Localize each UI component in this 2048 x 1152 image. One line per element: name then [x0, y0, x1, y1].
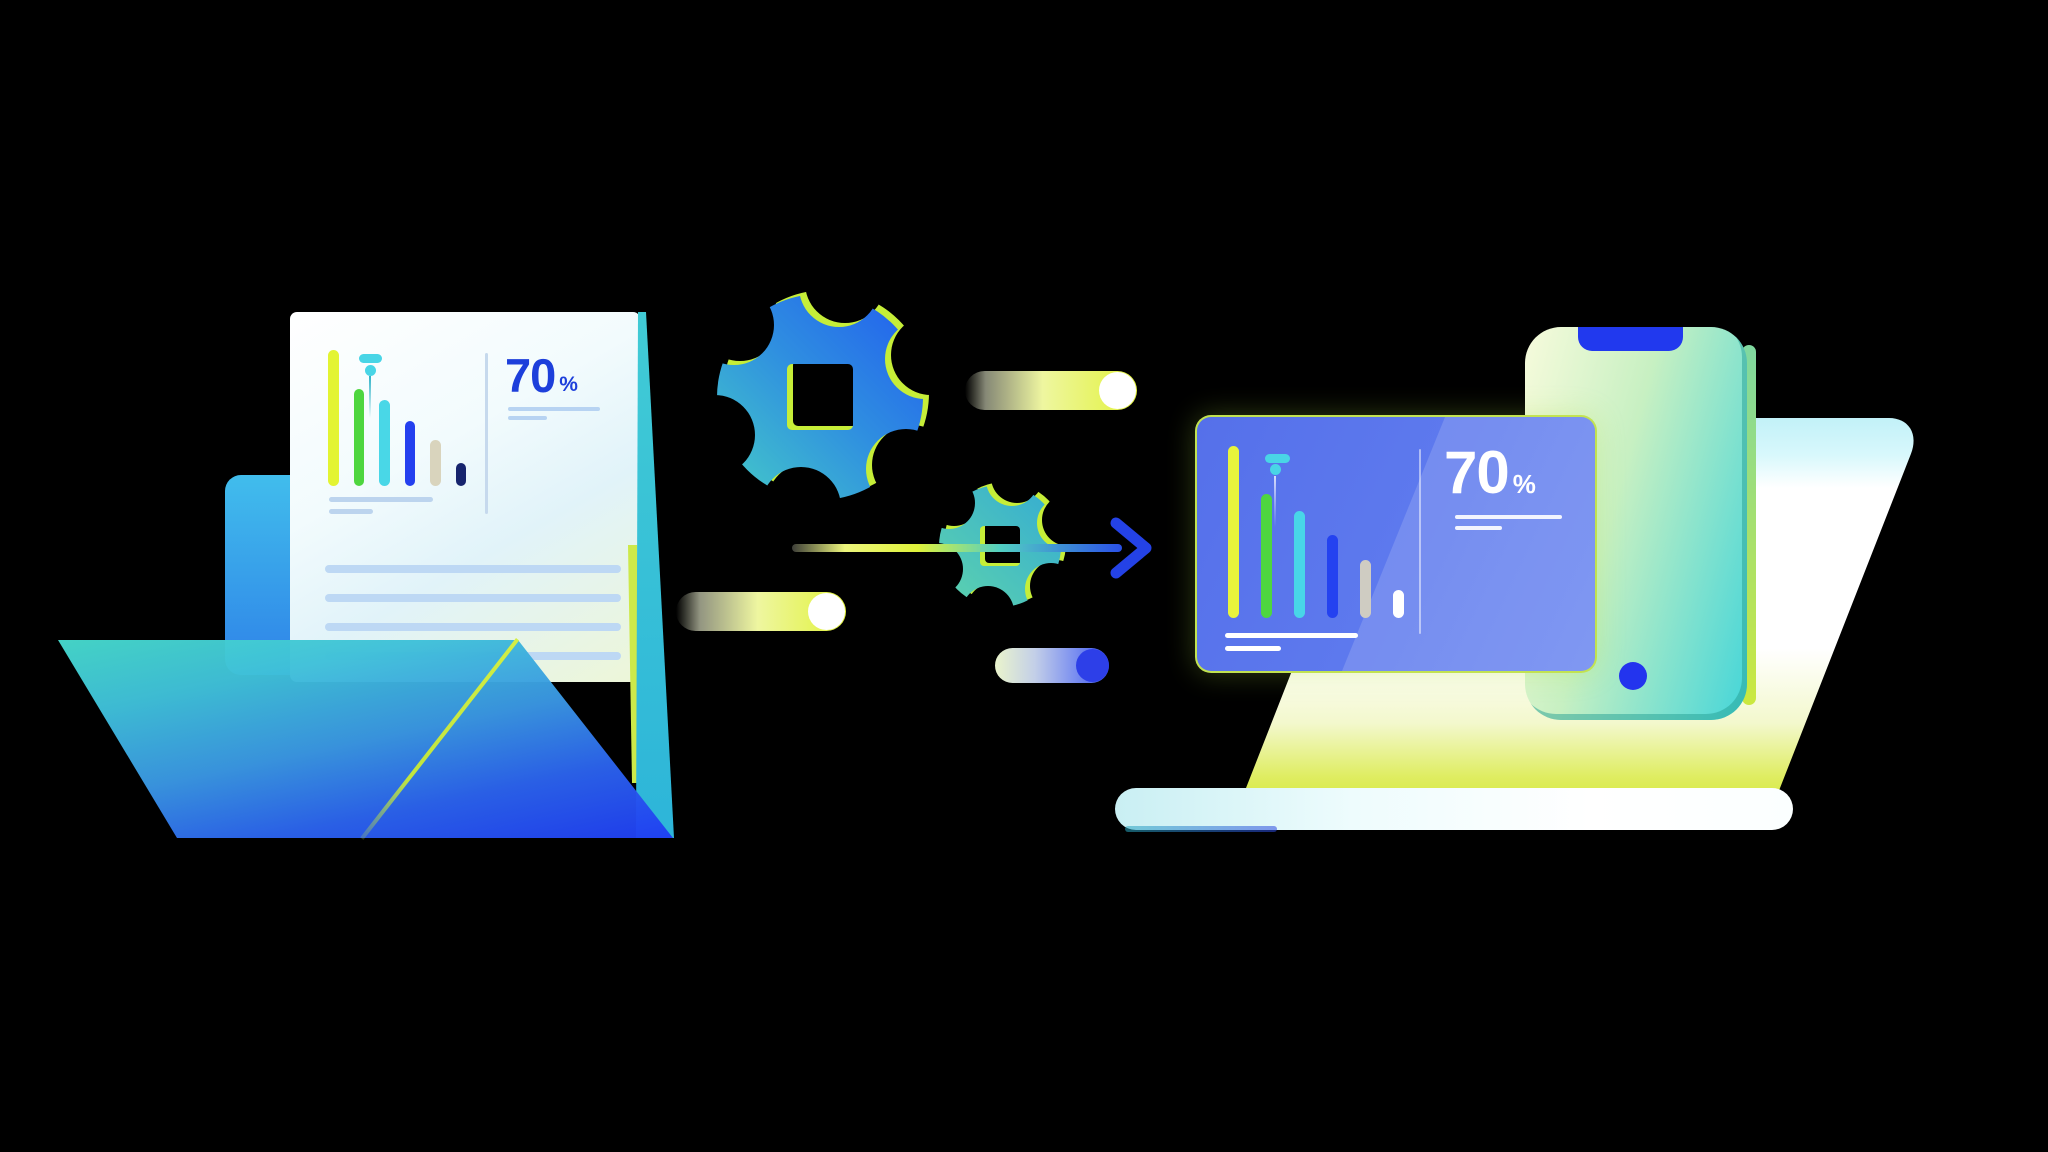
chart-bar [1327, 535, 1338, 618]
chart-bar [430, 439, 441, 486]
divider-line [1419, 449, 1421, 634]
transfer-arrow-line [792, 544, 1122, 552]
percent-value: 70 [505, 349, 556, 402]
progress-pill-blue [995, 648, 1109, 683]
chart-caption-line [329, 509, 373, 514]
metric-underline [508, 416, 547, 420]
chart-bar [404, 420, 415, 486]
progress-pill-knob [808, 593, 845, 630]
metric-underline [1455, 526, 1502, 530]
percent-metric: 70 % [1444, 439, 1536, 506]
sheet-edge-teal [636, 312, 674, 838]
paragraph-line [325, 565, 621, 573]
divider-line [485, 353, 488, 514]
slider-pin-stem [369, 376, 371, 418]
percent-value: 70 [1444, 439, 1510, 506]
progress-pill-yellow [965, 371, 1137, 410]
progress-pill-yellow [676, 592, 846, 631]
chart-caption-line [329, 497, 433, 502]
transfer-arrow-head-icon [1110, 517, 1152, 579]
document-bar-chart [328, 350, 473, 486]
chart-bar [328, 350, 339, 486]
laptop-base [1115, 788, 1793, 832]
chart-bar [1360, 559, 1371, 618]
metric-underline [1455, 515, 1562, 519]
slider-pin-stem [1274, 476, 1276, 527]
slider-pin-dot [364, 364, 376, 376]
progress-pill-knob [1099, 372, 1136, 409]
slider-pin-dot [1269, 464, 1281, 475]
percent-sign: % [1512, 469, 1536, 499]
laptop-base-shadow [1125, 826, 1277, 832]
chart-bar [1294, 511, 1305, 618]
slider-pin-icon [1265, 454, 1290, 463]
result-dashboard-card: 70 % [1195, 415, 1597, 673]
progress-pill-knob [1076, 649, 1109, 682]
report-document: 70 % [290, 312, 640, 682]
chart-bar [455, 462, 466, 486]
chart-caption-line [1225, 646, 1281, 651]
phone-home-button [1619, 662, 1647, 690]
phone-notch [1578, 327, 1683, 351]
paragraph-line [325, 594, 621, 602]
percent-sign: % [559, 372, 578, 396]
chart-bar [353, 389, 364, 486]
card-bar-chart [1228, 446, 1413, 618]
chart-bar [1228, 446, 1239, 618]
slider-pin-icon [359, 354, 382, 363]
chart-bar [1261, 494, 1272, 618]
metric-underline [508, 407, 600, 411]
chart-bar [379, 400, 390, 486]
processing-gear-large-icon [705, 277, 945, 517]
chart-bar [1393, 590, 1404, 618]
chart-caption-line [1225, 633, 1358, 638]
paragraph-line [325, 623, 621, 631]
percent-metric: 70 % [505, 349, 578, 402]
